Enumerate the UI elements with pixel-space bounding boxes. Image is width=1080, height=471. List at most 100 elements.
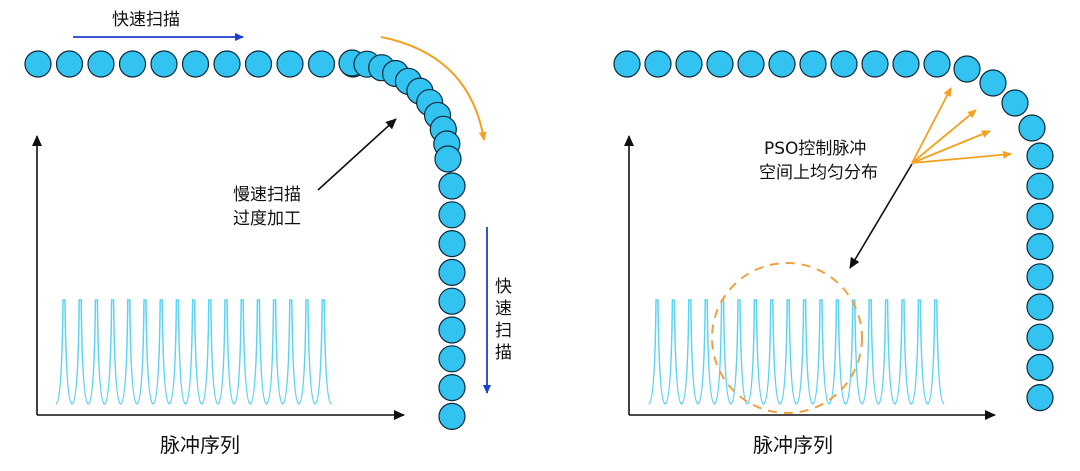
pulse-spike [201, 299, 219, 405]
scan-dot [799, 50, 827, 78]
scan-dot [892, 50, 920, 78]
scan-dot [438, 374, 466, 402]
scan-dot [438, 201, 466, 229]
scan-dot [1026, 353, 1054, 381]
fast-scan-vertical-char: 速 [495, 299, 512, 319]
pulse-spike [795, 299, 814, 405]
pulse-spike [697, 299, 715, 405]
pso-label-line2: 空间上均匀分布 [759, 163, 878, 183]
pulse-spike [168, 299, 187, 405]
slow-scan-pointer-arrow [317, 118, 397, 191]
scan-dot [953, 55, 981, 83]
scan-dot [1018, 114, 1046, 142]
scan-dot [675, 50, 703, 78]
scan-dot [1001, 89, 1029, 117]
scan-dot [55, 50, 84, 78]
pulse-spike [927, 299, 945, 405]
scan-dot [768, 50, 796, 78]
pulse-spike [877, 299, 896, 405]
scan-dot [1026, 233, 1054, 261]
pso-pointer-arrow [849, 163, 913, 269]
pulse-spike [648, 299, 666, 405]
uniform-pulse-highlight-ring [711, 262, 863, 414]
scan-dot [861, 50, 889, 78]
scan-dot [737, 50, 765, 78]
pso-fan-arrows [911, 87, 1012, 164]
scan-dot [276, 50, 304, 78]
pulse-spike [664, 299, 683, 405]
pso-fan-arrow [911, 130, 991, 164]
pulse-spike [136, 299, 154, 405]
scan-dot [706, 50, 734, 78]
fast-scan-vertical-label: 快 速 扫 描 [495, 277, 512, 363]
scan-dot [1026, 202, 1054, 230]
slow-scan-label-line1: 慢速扫描 [233, 184, 301, 205]
scan-dot [213, 50, 241, 78]
pulse-spike [152, 299, 170, 405]
pulse-spike [763, 299, 781, 405]
pulse-spike [812, 299, 830, 405]
scan-dot [118, 50, 147, 78]
pulse-spike [282, 299, 300, 405]
pulse-spike [265, 299, 284, 405]
scan-dot [830, 50, 858, 78]
scan-dot [24, 50, 52, 78]
pulse-spike [730, 299, 748, 405]
scan-dot [87, 50, 115, 78]
pulse-spike [55, 299, 73, 405]
scan-dot [1026, 263, 1054, 291]
scan-dot [1026, 142, 1054, 170]
right-panel: PSO控制脉冲 空间上均匀分布 脉冲序列 [613, 50, 1054, 457]
pulse-spike [103, 299, 122, 405]
pulse-spike [910, 299, 929, 405]
right-scan-dots [613, 50, 1054, 412]
left-panel: 快速扫描 慢速扫描 过度加工 快 速 扫 描 脉冲序列 [24, 10, 512, 457]
pulse-spike [71, 299, 89, 405]
pulse-spike [681, 299, 699, 405]
scan-dot [150, 50, 178, 78]
scan-dot [244, 50, 273, 78]
pulse-spike [184, 299, 203, 405]
scan-dot [1026, 172, 1054, 200]
pulse-spike [217, 299, 235, 405]
right-pulse-train [648, 299, 945, 405]
pulse-spike [233, 299, 251, 405]
pulse-spike [861, 299, 879, 405]
scan-dot [1026, 384, 1054, 412]
pso-label-line1: PSO控制脉冲 [764, 139, 866, 159]
fast-scan-vertical-char: 快 [495, 277, 512, 297]
pulse-spike [845, 299, 863, 405]
pulse-spike [314, 299, 332, 405]
right-axis-label: 脉冲序列 [753, 433, 833, 457]
scan-dot [438, 345, 466, 373]
scan-dot [438, 230, 466, 258]
pso-fan-arrow [911, 150, 1012, 164]
pulse-spike [894, 299, 912, 405]
pulse-spike [828, 299, 847, 405]
scan-dot [1026, 323, 1054, 351]
fast-scan-vertical-char: 描 [495, 343, 512, 363]
pulse-spike [87, 299, 106, 405]
scan-dot [438, 402, 466, 430]
fast-scan-top-label: 快速扫描 [112, 10, 180, 30]
scan-dot [181, 50, 210, 78]
pulse-spike [298, 299, 316, 405]
scan-dot [438, 287, 466, 315]
left-axis-label: 脉冲序列 [160, 433, 240, 457]
scan-dot [307, 50, 336, 78]
fast-scan-vertical-char: 扫 [495, 321, 512, 341]
pso-fan-arrow [911, 87, 952, 164]
slow-scan-curve-arrow [380, 36, 487, 141]
scan-dot [438, 172, 466, 200]
pulse-spike [746, 299, 765, 405]
pulse-spike [779, 299, 797, 405]
left-pulse-train [55, 299, 332, 405]
scan-dot [644, 50, 672, 78]
left-scan-dots [24, 49, 466, 430]
scan-dot [613, 50, 641, 78]
pulse-spike [120, 299, 138, 405]
pso-fan-arrow [911, 109, 977, 164]
pulse-spike [249, 299, 268, 405]
scan-dot [979, 69, 1007, 97]
